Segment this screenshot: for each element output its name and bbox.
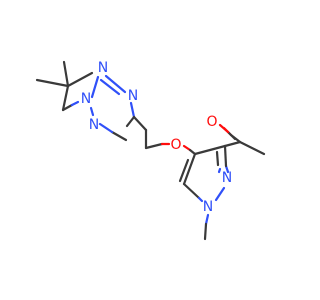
bond [215, 150, 220, 167]
bond [35, 78, 70, 88]
bond [178, 158, 190, 183]
bond [89, 106, 95, 117]
bond [197, 196, 204, 203]
bond [214, 186, 226, 202]
atom-label: O [206, 114, 217, 130]
bond [223, 144, 228, 168]
bond [193, 144, 227, 156]
bond [61, 84, 70, 112]
atom-label: N [98, 60, 108, 76]
molecule-structure: N N N N O O N N [35, 60, 266, 241]
bond [218, 123, 230, 134]
bond [144, 142, 164, 150]
bond [104, 74, 127, 94]
atom-label: N [222, 170, 232, 186]
bond [66, 71, 94, 88]
bond [203, 222, 208, 241]
atom-label: N [203, 199, 213, 215]
bond [62, 60, 70, 88]
bond [98, 122, 114, 134]
bond [90, 75, 100, 99]
bond [217, 167, 222, 174]
bond [182, 144, 192, 152]
atom-label: N [128, 88, 138, 104]
bond [61, 103, 74, 112]
bond [204, 213, 210, 226]
atom-label: N [89, 117, 99, 133]
bond [132, 115, 148, 132]
bond [223, 140, 242, 148]
bond [182, 182, 201, 200]
bond [70, 100, 80, 107]
bond [129, 101, 136, 119]
bond [182, 152, 197, 186]
atom-label: O [170, 137, 181, 153]
atom-label: N [81, 91, 91, 107]
bond [99, 78, 121, 96]
bond [110, 130, 128, 142]
bond [125, 115, 136, 128]
bond [238, 140, 266, 156]
bond [226, 130, 237, 141]
